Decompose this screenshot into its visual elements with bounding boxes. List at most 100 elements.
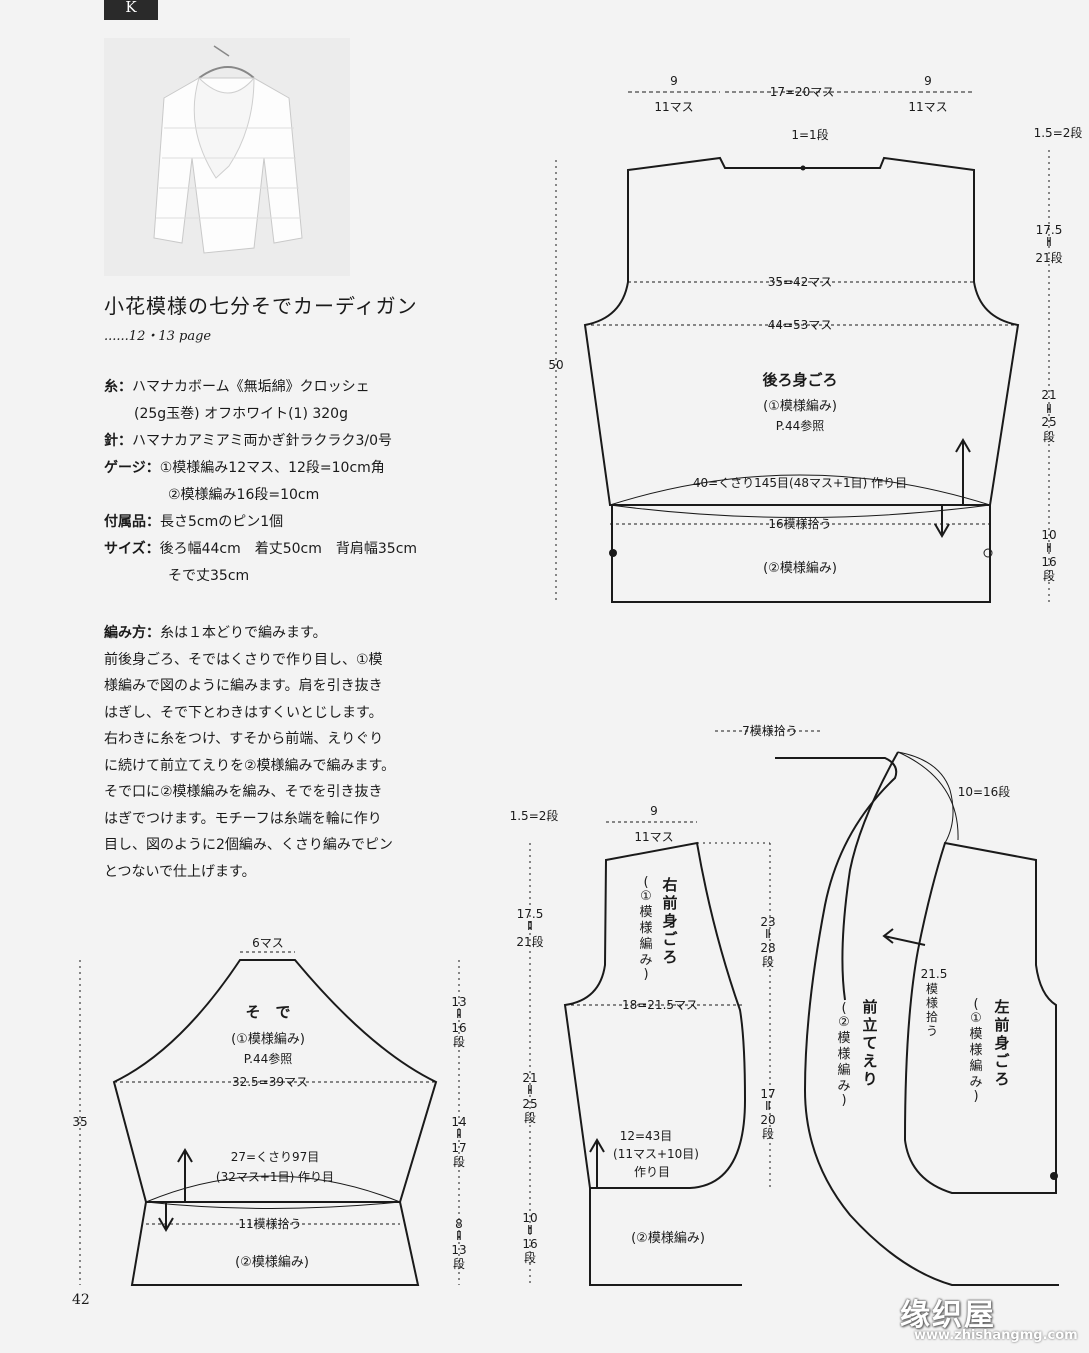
svg-text:10: 10 [1041,528,1056,542]
svg-text:ろ: ろ [994,1070,1009,1088]
right-front-diagram [563,841,747,1286]
sleeve-ref: P.44参照 [244,1051,292,1066]
svg-text:): ) [973,1089,978,1104]
svg-text:み: み [969,1075,982,1090]
section-tag: K [104,0,158,20]
svg-text:(11マス+10目): (11マス+10目) [613,1147,699,1161]
svg-text:13: 13 [451,1243,466,1257]
svg-text:(: ( [973,997,978,1012]
svg-text:11マス: 11マス [634,830,673,844]
left-front-diagram [903,841,1057,1194]
svg-text:編: 編 [639,936,652,952]
svg-text:②: ② [838,1015,850,1030]
back-shoulder-width: 35=42マス [768,275,833,289]
svg-text:11マス: 11マス [654,100,693,114]
spec-yarn: 糸：ハマナカボーム《無垢綿》クロッシェ [104,379,370,395]
sleeve-name: そ で [245,1003,290,1021]
sleeve-pick-up: 11模様拾う [238,1216,301,1231]
right-front-pattern: ( ① 模 様 編 み ) [639,875,652,982]
back-cast-on: 40=くさり145目(48マス+1目) 作り目 [693,476,907,490]
svg-text:8: 8 [455,1217,463,1231]
svg-text:①: ① [970,1011,982,1026]
back-hem: (②模様編み) [763,560,837,576]
svg-text:16: 16 [451,1021,466,1035]
svg-text:作り目: 作り目 [634,1165,670,1179]
front-band-pattern: ( ② 模 様 編 み ) [837,1001,850,1108]
spec-size: サイズ：後ろ幅44cm 着丈50cm 背肩幅35cm [104,541,418,557]
pattern-title: 小花模様の七分そでカーディガン [104,294,418,318]
back-ref: P.44参照 [776,418,824,433]
svg-text:り: り [862,1070,877,1088]
svg-text:Ⅱ: Ⅱ [456,1229,462,1243]
svg-text:て: て [862,1034,877,1052]
svg-text:(: ( [643,875,648,890]
svg-text:え: え [862,1052,877,1070]
right-front-hem: (②模様編み) [631,1230,705,1246]
back-body-width: 44=53マス [768,318,833,332]
svg-text:17.5: 17.5 [517,907,544,921]
svg-text:Ⅱ: Ⅱ [1046,235,1052,249]
svg-text:28: 28 [760,941,775,955]
svg-text:身: 身 [662,912,677,930]
svg-text:ご: ご [662,930,678,948]
sleeve-top: 6マス [252,936,284,950]
svg-text:20: 20 [760,1113,775,1127]
svg-text:16: 16 [522,1237,537,1251]
svg-text:Ⅱ: Ⅱ [1046,402,1052,416]
back-row-1: 1.5=2段 [1034,125,1083,140]
spec-gauge-2: ②模様編み16段=10cm [168,487,320,503]
spec-hook: 針：ハマナカアミアミ両かぎ針ラクラク3/0号 [104,433,392,449]
back-height: 50 [548,358,563,372]
front-band-pick-mid: 10=16段 [958,784,1011,799]
back-pick-up: 16模様拾う [768,516,831,531]
svg-text:様: 様 [639,921,652,936]
sleeve-diagram [112,959,438,1286]
page-reference: ......12・13 page [104,329,212,344]
svg-text:Ⅱ: Ⅱ [1046,541,1052,555]
spec-notions: 付属品：長さ5cmのピン1個 [104,514,284,530]
spec-size-2: そで丈35cm [168,568,250,584]
cardigan-photo [104,38,350,276]
svg-text:21段: 21段 [1035,250,1062,265]
svg-text:模: 模 [969,1027,982,1042]
svg-text:13: 13 [451,995,466,1009]
svg-text:み: み [639,953,652,968]
svg-text:Ⅱ: Ⅱ [765,927,771,941]
svg-text:17: 17 [451,1141,466,1155]
svg-text:ご: ご [994,1052,1010,1070]
svg-text:Ⅱ: Ⅱ [456,1007,462,1021]
svg-text:段: 段 [453,1034,465,1049]
svg-text:21: 21 [1041,388,1056,402]
sleeve-cuff: (②模様編み) [235,1254,309,1270]
svg-text:(: ( [841,1001,846,1016]
svg-text:段: 段 [453,1256,465,1271]
spec-gauge: ゲージ：①模様編み12マス、12段=10cm角 [104,460,385,476]
svg-text:12=43目: 12=43目 [620,1129,673,1143]
knitting-method: 編み方：糸は１本どりで編みます。 前後身ごろ、そではくさりで作り目し、①模 様編… [104,625,396,880]
svg-text:段: 段 [762,954,774,969]
svg-text:ろ: ろ [662,948,677,966]
svg-text:21.5: 21.5 [921,967,948,981]
svg-text:様: 様 [837,1047,850,1062]
svg-text:9: 9 [650,804,658,818]
svg-text:11マス: 11マス [908,100,947,114]
spec-yarn-detail: (25g玉巻) オフホワイト(1) 320g [134,406,348,422]
svg-text:(32マス+1目) 作り目: (32マス+1目) 作り目 [216,1170,334,1184]
back-neck: 1=1段 [791,127,828,142]
svg-text:段: 段 [524,1250,536,1265]
svg-text:段: 段 [1043,429,1055,444]
svg-text:Ⅱ: Ⅱ [527,1223,533,1237]
svg-text:Ⅱ: Ⅱ [456,1127,462,1141]
page-number: 42 [72,1292,90,1308]
left-front-name: 左 前 身 ご ろ [993,998,1010,1088]
svg-text:段: 段 [762,1126,774,1141]
svg-text:身: 身 [994,1034,1009,1052]
svg-text:): ) [841,1093,846,1108]
svg-text:う: う [926,1024,938,1038]
svg-text:前: 前 [862,998,877,1016]
svg-text:模: 模 [926,982,938,996]
svg-text:前: 前 [662,894,677,912]
svg-text:様: 様 [926,996,938,1010]
svg-text:編: 編 [837,1062,850,1078]
svg-text:25: 25 [522,1097,537,1111]
